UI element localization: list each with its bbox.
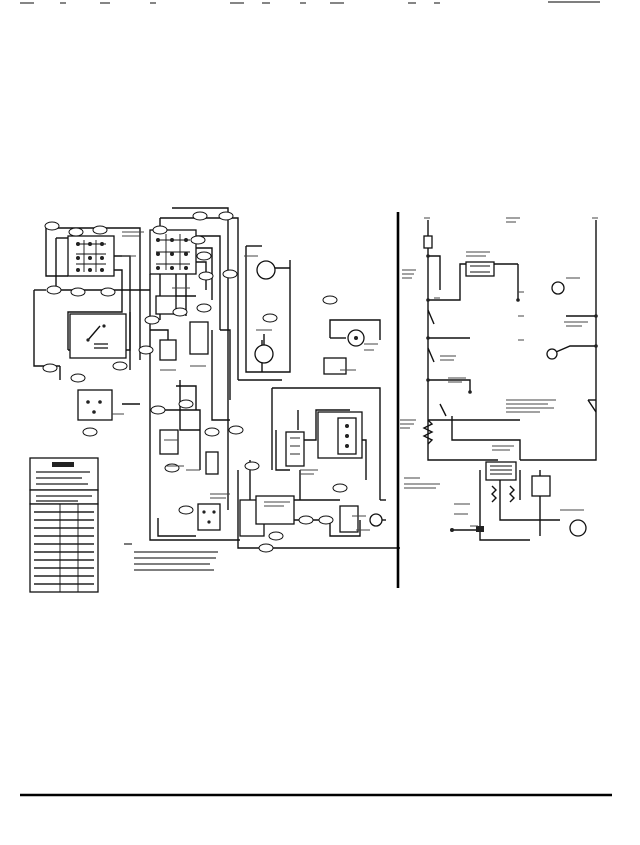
thermostat-block: [159, 429, 179, 455]
door-switch-block: [197, 503, 221, 531]
top-scan-artifacts: [20, 1, 600, 4]
motor-icon-right: [569, 519, 587, 537]
indicator-lamp-icon: [551, 281, 565, 295]
tiny-label-marks: [112, 231, 378, 531]
relay-box: [69, 313, 127, 359]
relay-small-c: [189, 321, 209, 355]
heater-zigzag: [422, 419, 434, 445]
fan-motor-icon: [254, 344, 274, 364]
solenoid-coil: [285, 431, 305, 467]
legend-table: [29, 457, 99, 593]
left-wiring-schematic: [29, 207, 400, 593]
timer-motor-coil: [465, 261, 495, 277]
motor-icon: [256, 260, 276, 280]
lamp-icon-right: [546, 348, 558, 360]
heater-element: [205, 451, 219, 475]
terminal-markers: [42, 211, 348, 553]
relay-small-a: [155, 295, 177, 315]
relay-small-b: [159, 339, 177, 361]
lower-switch-b: [255, 495, 295, 525]
capacitor-block: [339, 505, 359, 533]
transformer-icon: [485, 461, 551, 503]
right-tiny-label-marks: [400, 217, 598, 527]
plug-icon: [369, 513, 383, 527]
lower-left-switch: [77, 389, 113, 421]
fuse-block: [323, 357, 347, 375]
right-ladder-schematic: [400, 217, 598, 541]
footnote-lines: [124, 543, 218, 571]
fuse-icon: [423, 235, 433, 249]
